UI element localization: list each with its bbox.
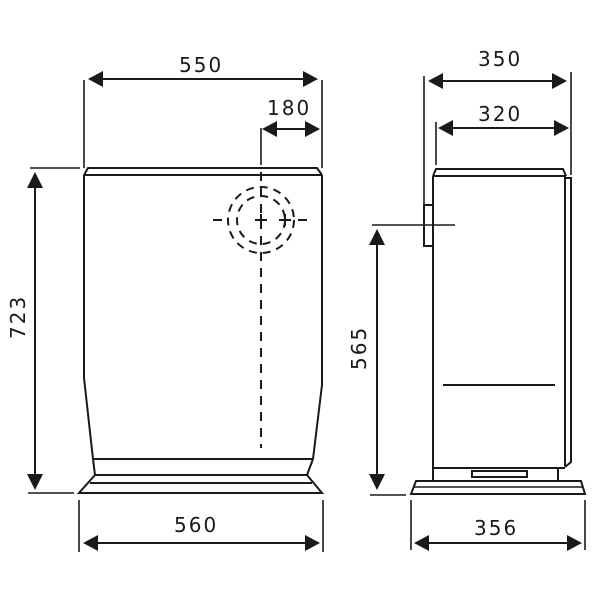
body-left-side bbox=[83, 175, 94, 460]
flue-outer-circle bbox=[227, 186, 295, 254]
dimension-label-723: 723 bbox=[6, 294, 30, 339]
arrow-right-icon bbox=[305, 535, 320, 551]
dimension-label-565: 565 bbox=[347, 325, 371, 370]
plinth-slot bbox=[471, 470, 528, 478]
arrow-up-icon bbox=[369, 229, 385, 245]
dimension-label-560: 560 bbox=[174, 513, 219, 537]
dimension-label-356: 356 bbox=[474, 516, 519, 540]
side-view bbox=[369, 72, 587, 551]
arrow-up-icon bbox=[27, 172, 43, 188]
top-cap bbox=[83, 167, 323, 176]
arrow-left-icon bbox=[428, 73, 443, 89]
dimension-label-550: 550 bbox=[179, 53, 224, 77]
arrow-left-icon bbox=[414, 535, 429, 551]
body-right-side bbox=[312, 175, 323, 460]
arrow-right-icon bbox=[567, 535, 582, 551]
side-top-cap bbox=[432, 168, 567, 177]
arrow-down-icon bbox=[369, 474, 385, 490]
side-base bbox=[409, 480, 587, 495]
arrow-left-icon bbox=[83, 535, 98, 551]
arrow-left-icon bbox=[262, 121, 277, 137]
dimension-label-350: 350 bbox=[478, 47, 523, 71]
base bbox=[76, 474, 325, 494]
front-view bbox=[27, 71, 325, 552]
plinth-band bbox=[92, 458, 314, 476]
arrow-right-icon bbox=[554, 120, 569, 136]
arrow-down-icon bbox=[27, 474, 43, 490]
arrow-right-icon bbox=[303, 71, 318, 87]
dimension-label-320: 320 bbox=[478, 102, 523, 126]
arrow-right-icon bbox=[305, 121, 320, 137]
arrow-left-icon bbox=[438, 120, 453, 136]
arrow-right-icon bbox=[552, 73, 567, 89]
dimension-label-180: 180 bbox=[267, 96, 312, 120]
arrow-left-icon bbox=[88, 71, 103, 87]
side-rear-panel bbox=[564, 177, 572, 468]
